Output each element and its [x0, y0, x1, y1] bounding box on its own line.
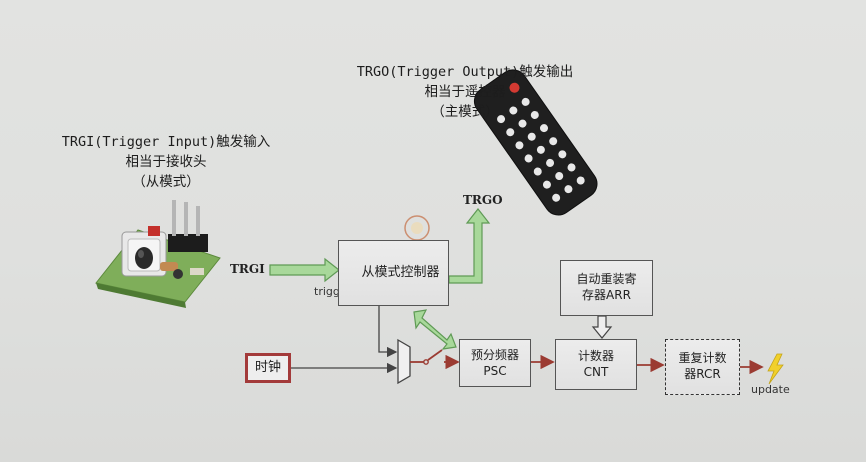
ir-receiver-module-picture — [95, 200, 221, 308]
update-label: update — [751, 383, 790, 396]
trgo-caption-line3: （主模式） — [431, 104, 499, 120]
counter-label-line1: 计数器 — [577, 349, 614, 363]
trgo-caption-line1: TRGO(Trigger Output)触发输出 — [356, 64, 574, 80]
remote-control-picture — [473, 69, 598, 216]
glare-circle — [404, 215, 430, 241]
clock-block: 时钟 — [245, 353, 291, 383]
slave-mode-controller-block: 从模式控制器 — [338, 240, 449, 306]
arr-label-line1: 自动重装寄 — [576, 272, 637, 286]
rcr-block: 重复计数 器RCR — [665, 339, 740, 395]
trgi-caption-line3: （从模式） — [132, 174, 200, 190]
trgo-caption: TRGO(Trigger Output)触发输出 相当于遥控器 （主模式） — [340, 62, 590, 122]
bidirectional-green-arrow — [413, 309, 457, 350]
clock-label: 时钟 — [254, 360, 281, 375]
prescaler-label-line2: PSC — [483, 364, 507, 378]
rcr-label-line2: 器RCR — [684, 367, 721, 381]
prescaler-label-line1: 预分频器 — [470, 348, 519, 362]
prescaler-block: 预分频器 PSC — [459, 339, 531, 387]
arr-label-line2: 存器ARR — [582, 288, 631, 302]
rcr-label-line1: 重复计数 — [678, 351, 727, 365]
trgo-label: TRGO — [463, 193, 503, 207]
trgi-caption-line1: TRGI(Trigger Input)触发输入 — [61, 134, 271, 150]
slave-mode-controller-label: 从模式控制器 — [361, 265, 440, 280]
counter-label-line2: CNT — [583, 365, 609, 379]
trgi-label: TRGI — [230, 262, 265, 276]
counter-block: 计数器 CNT — [555, 339, 637, 390]
clock-mux — [397, 338, 411, 385]
update-lightning-icon — [767, 353, 784, 385]
trgi-caption-line2: 相当于接收头 — [125, 154, 207, 170]
trgi-green-arrow — [269, 257, 340, 283]
controller-to-mux-line — [378, 306, 398, 358]
arr-to-cnt-arrow — [591, 315, 613, 339]
trgo-green-arrow — [448, 208, 491, 284]
clock-switch — [410, 349, 460, 370]
trgo-caption-line2: 相当于遥控器 — [424, 84, 506, 100]
trgi-caption: TRGI(Trigger Input)触发输入 相当于接收头 （从模式） — [36, 132, 296, 192]
arr-block: 自动重装寄 存器ARR — [560, 260, 653, 316]
